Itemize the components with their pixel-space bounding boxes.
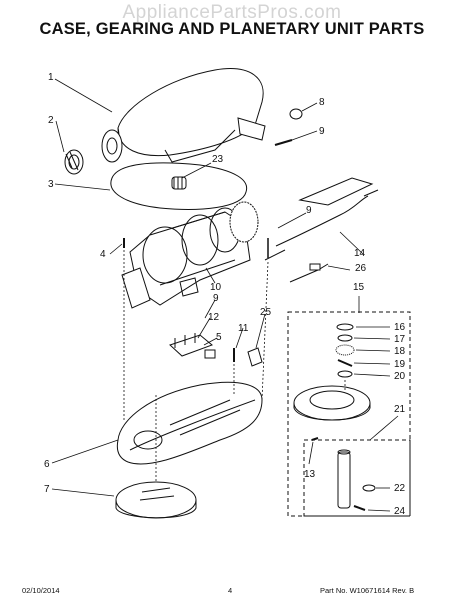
beater-shaft-part <box>337 449 376 511</box>
callout-15: 15 <box>353 282 365 293</box>
callout-9-top: 9 <box>319 126 325 137</box>
planetary-housing-part <box>293 385 371 421</box>
callout-6: 6 <box>44 459 50 470</box>
callout-13: 13 <box>304 469 316 480</box>
screw-part-top <box>274 138 293 147</box>
callout-20: 20 <box>394 371 406 382</box>
leader-lines <box>51 78 399 512</box>
footer-page-number: 4 <box>228 586 233 595</box>
screw-part-mid <box>264 238 286 261</box>
callout-17: 17 <box>394 334 406 345</box>
callout-25: 25 <box>260 307 272 318</box>
callout-24: 24 <box>394 506 406 517</box>
planetary-gear-stack <box>335 323 355 378</box>
callout-12: 12 <box>208 312 220 323</box>
callout-26: 26 <box>355 263 367 274</box>
wire-part <box>289 263 329 283</box>
callout-23: 23 <box>212 154 224 165</box>
callout-21: 21 <box>394 404 406 415</box>
planetary-unit-box <box>287 311 411 517</box>
bracket-part <box>247 347 263 367</box>
callout-5: 5 <box>216 332 222 343</box>
callout-19: 19 <box>394 359 406 370</box>
callout-8: 8 <box>319 97 325 108</box>
bottom-plate-part <box>115 481 197 519</box>
page-title: CASE, GEARING AND PLANETARY UNIT PARTS <box>39 20 425 38</box>
beater-shaft-box <box>303 439 411 517</box>
callout-22: 22 <box>394 483 406 494</box>
callout-2: 2 <box>48 115 54 126</box>
callout-18: 18 <box>394 346 406 357</box>
power-cord-part <box>275 177 379 247</box>
watermark: AppliancePartsPros.com <box>122 2 342 23</box>
callout-3: 3 <box>48 179 54 190</box>
callout-14: 14 <box>354 248 366 259</box>
callout-16: 16 <box>394 322 406 333</box>
callout-9-mid: 9 <box>306 205 312 216</box>
callout-11: 11 <box>238 323 249 334</box>
attachment-cap-part <box>64 149 84 175</box>
callout-labels: 1 2 3 4 6 7 8 9 9 23 10 9 12 5 11 25 14 … <box>44 72 406 517</box>
callout-10: 10 <box>210 282 222 293</box>
case-part <box>101 68 266 163</box>
speed-control-part <box>169 333 216 359</box>
callout-1: 1 <box>48 72 54 83</box>
footer-date: 02/10/2014 <box>22 586 60 595</box>
plug-part <box>289 108 303 120</box>
motor-housing-part <box>121 201 259 309</box>
footer-part-number: Part No. W10671614 Rev. B <box>320 586 415 595</box>
callout-9-low: 9 <box>213 293 219 304</box>
callout-4: 4 <box>100 249 106 260</box>
base-part <box>116 381 263 465</box>
knob-part <box>171 176 187 190</box>
callout-7: 7 <box>44 484 50 495</box>
